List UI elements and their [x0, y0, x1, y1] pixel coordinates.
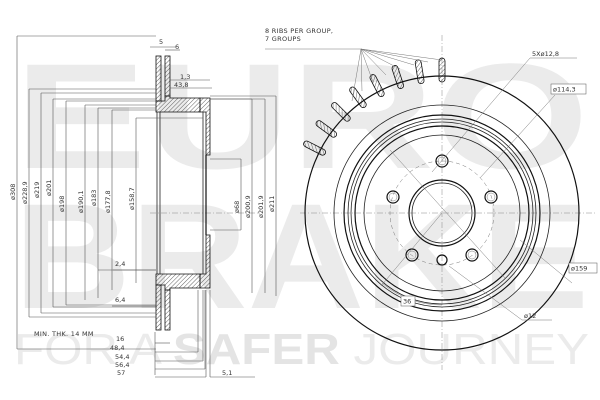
dim-d158-7: ø158,7: [128, 187, 136, 210]
angle-label: 36: [403, 298, 411, 306]
dim-5-1: 5,1: [222, 369, 232, 377]
diameter-lines: [16, 35, 277, 350]
d159-label: ø159: [571, 265, 587, 273]
hat-ring-4: [354, 125, 530, 301]
dim-56-4: 56,4: [115, 361, 129, 369]
bolt-hole-3: [465, 248, 479, 262]
rib-7: [315, 120, 337, 138]
d12-label: ø12: [524, 312, 536, 320]
dim-d177-8: ø177,8: [104, 190, 112, 213]
section-view: ø308 ø228,9 ø219 ø201 ø198 ø190,1 ø183 ø…: [9, 35, 277, 378]
dim-43-8: 43,8: [174, 81, 188, 89]
watermark-brake: BRAKE: [14, 172, 589, 340]
dim-57: 57: [117, 369, 125, 377]
pcd-circle: [389, 160, 495, 266]
dim-1-3: 1,3: [180, 73, 190, 81]
pcd-label-box: [550, 83, 587, 95]
friction-plate-outer-bottom: [155, 284, 162, 331]
watermark-tagline-bold: SAFER: [173, 325, 340, 374]
friction-plate-inner-top: [164, 55, 171, 97]
dim-d308: ø308: [9, 184, 17, 200]
rib-4: [369, 74, 385, 98]
dim-48-4: 48,4: [110, 344, 124, 352]
friction-plate-inner-bottom: [164, 289, 171, 331]
hat-ring-1: [343, 114, 541, 312]
center-bore-inner: [411, 182, 473, 244]
d12-leader: [448, 265, 523, 321]
dim-d201-9: ø201,9: [257, 195, 265, 218]
vent-ring-inner: [333, 104, 551, 322]
friction-plate-outer-top: [155, 55, 162, 102]
ribs-note-line2: 7 GROUPS: [265, 35, 301, 43]
top-dim-lines: [150, 46, 212, 89]
watermark-tagline-pre: FOR A: [14, 325, 173, 374]
d159-label-box: [568, 262, 598, 274]
dim-6-4: 6,4: [115, 296, 125, 304]
dim-5: 5: [159, 38, 163, 46]
rib-1: [438, 57, 446, 83]
dim-d198: ø198: [58, 196, 66, 212]
hat-web-bottom: [155, 273, 201, 291]
face-view: 8 RIBS PER GROUP, 7 GROUPS 5Xø12,8 ø114,…: [265, 27, 598, 370]
watermark-tagline: FOR A SAFER JOURNEY: [14, 325, 589, 374]
dim-d68: ø68: [233, 201, 241, 213]
hat-ring-5: [363, 134, 521, 292]
hat-ring-3: [350, 121, 534, 305]
bolt-hole-2: [484, 190, 498, 204]
bolt-hole-1: [435, 154, 449, 168]
angle-ref-line: [380, 212, 443, 287]
rib-5: [349, 86, 367, 108]
dim-2-4: 2,4: [115, 260, 125, 268]
dim-d211: ø211: [268, 196, 276, 212]
ribs-note-line1: 8 RIBS PER GROUP,: [265, 27, 333, 35]
pcd-leader: [479, 94, 556, 179]
watermark: EURO BRAKE FOR A SAFER JOURNEY: [14, 32, 589, 374]
locating-hole: [436, 254, 448, 266]
bolt-holes-label: 5Xø12,8: [532, 50, 559, 58]
dim-d201: ø201: [45, 180, 53, 196]
dim-16: 16: [116, 335, 124, 343]
watermark-tagline-post: JOURNEY: [340, 325, 589, 374]
dim-54-4: 54,4: [115, 353, 129, 361]
dim-d190-1: ø190,1: [77, 190, 85, 213]
dim-d200-9: ø200,9: [244, 195, 252, 218]
rib-8: [303, 140, 327, 156]
d159-leader: [519, 239, 573, 284]
hat-web-top: [155, 95, 201, 113]
min-thickness-note: MIN. THK. 14 MM: [34, 330, 94, 338]
dim-d228-9: ø228,9: [21, 181, 29, 204]
bottom-dim-lines: [154, 290, 255, 378]
dim-d219: ø219: [33, 182, 41, 198]
diagonal-line: [389, 149, 506, 279]
watermark-euro: EURO: [14, 32, 589, 200]
dim-d183: ø183: [90, 190, 98, 206]
rib-3: [391, 65, 404, 89]
bolt-hole-leader: [431, 57, 531, 173]
pcd-label: ø114,3: [553, 86, 576, 94]
center-bore-outer: [408, 179, 476, 247]
dim-6: 6: [175, 43, 179, 51]
ribs-leaders: [265, 48, 443, 102]
bolt-hole-5: [386, 190, 400, 204]
rib-6: [331, 102, 351, 122]
angle-label-box: [400, 295, 416, 307]
hat-ring-2: [347, 118, 537, 308]
